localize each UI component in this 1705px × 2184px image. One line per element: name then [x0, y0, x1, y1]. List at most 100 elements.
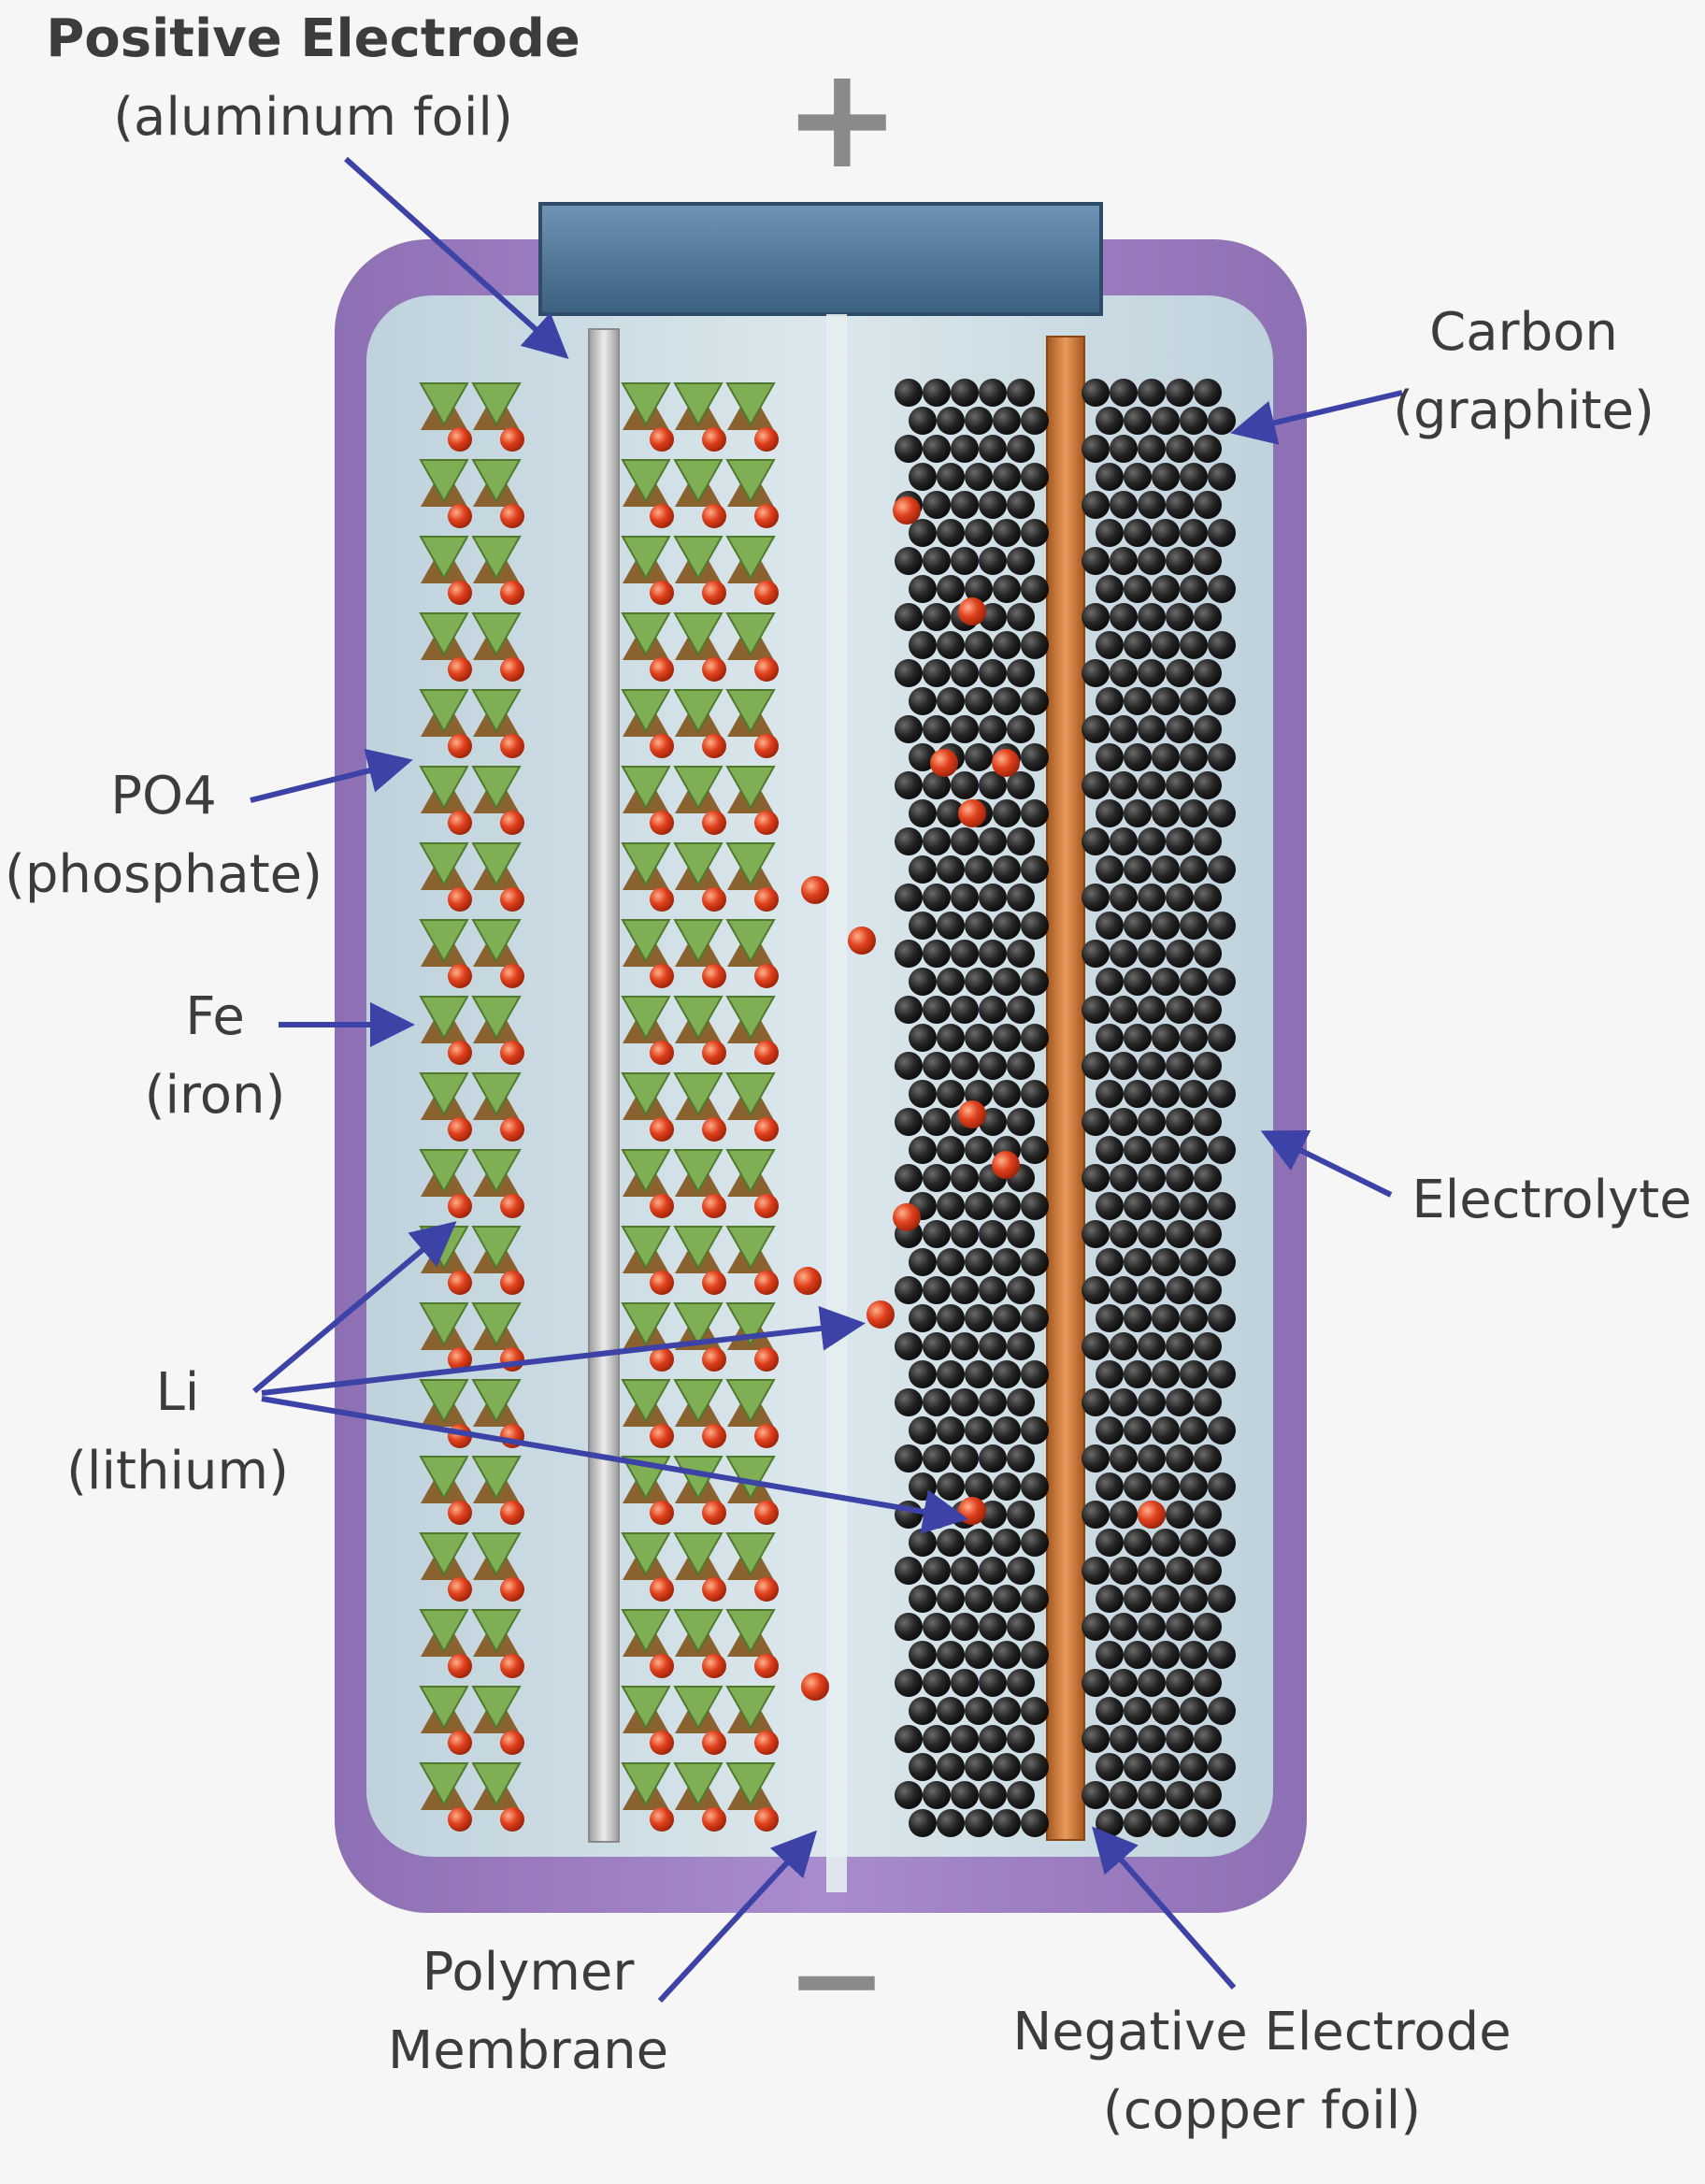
carbon-atom [1082, 435, 1110, 463]
carbon-atom [1194, 1388, 1222, 1416]
carbon-atom [1082, 1164, 1110, 1192]
carbon-atom [1124, 1136, 1152, 1164]
lithium-ion [754, 427, 779, 452]
carbon-atom [1007, 1388, 1035, 1416]
carbon-atom [1124, 799, 1152, 827]
phosphate-tetrahedron [471, 1456, 522, 1501]
phosphate-tetrahedron [673, 996, 724, 1041]
carbon-atom [1007, 1725, 1035, 1753]
phosphate-tetrahedron [471, 689, 522, 734]
carbon-atom [1110, 1613, 1138, 1641]
lithium-ion [754, 1041, 779, 1065]
carbon-atom [979, 1725, 1007, 1753]
carbon-atom [1110, 1781, 1138, 1809]
label-fe: Fe (iron) [112, 978, 318, 1135]
carbon-atom [951, 827, 979, 855]
lithium-ion [650, 1577, 674, 1602]
phosphate-tetrahedron [621, 689, 671, 734]
phosphate-tetrahedron [725, 1456, 776, 1501]
lithium-ion [848, 927, 876, 955]
carbon-atom [1021, 1024, 1049, 1052]
carbon-atom [1021, 631, 1049, 659]
carbon-atom [1007, 884, 1035, 912]
carbon-atom [979, 1669, 1007, 1697]
lithium-ion [754, 1424, 779, 1448]
carbon-atom [1208, 407, 1236, 435]
carbon-atom [1180, 1360, 1208, 1388]
lithium-ion [448, 657, 472, 682]
carbon-atom [1208, 743, 1236, 771]
carbon-atom [1007, 491, 1035, 519]
lithium-ion [702, 504, 726, 528]
carbon-atom [1208, 799, 1236, 827]
carbon-atom [1021, 1809, 1049, 1837]
carbon-atom [1007, 1444, 1035, 1473]
carbon-atom [1208, 855, 1236, 884]
carbon-atom [895, 1052, 923, 1080]
carbon-atom [1124, 1585, 1152, 1613]
lithium-ion [448, 1654, 472, 1678]
carbon-atom [1007, 435, 1035, 463]
carbon-atom [895, 659, 923, 687]
lithium-ion [448, 887, 472, 912]
carbon-atom [1180, 1585, 1208, 1613]
lithium-ion [702, 1424, 726, 1448]
carbon-atom [1152, 855, 1180, 884]
lithium-ion [930, 749, 958, 777]
carbon-atom [1208, 1585, 1236, 1613]
phosphate-tetrahedron [419, 766, 469, 811]
carbon-atom [923, 603, 951, 631]
carbon-atom [979, 1388, 1007, 1416]
carbon-atom [1110, 771, 1138, 799]
carbon-atom [1124, 631, 1152, 659]
lithium-ion [448, 1501, 472, 1525]
carbon-atom [965, 1809, 993, 1837]
carbon-atom [1021, 1136, 1049, 1164]
carbon-atom [1096, 463, 1124, 491]
carbon-atom [895, 1669, 923, 1697]
carbon-atom [1152, 968, 1180, 996]
carbon-atom [1138, 1613, 1166, 1641]
carbon-atom [1124, 1809, 1152, 1837]
phosphate-tetrahedron [621, 766, 671, 811]
carbon-atom [951, 435, 979, 463]
carbon-atom [1007, 1332, 1035, 1360]
carbon-atom [909, 1529, 937, 1557]
carbon-atom [993, 1473, 1021, 1501]
phosphate-tetrahedron [725, 1379, 776, 1424]
lithium-ion [958, 799, 986, 827]
carbon-atom [1110, 715, 1138, 743]
carbon-atom [993, 1248, 1021, 1276]
carbon-atom [1166, 827, 1194, 855]
lithium-ion [754, 581, 779, 605]
carbon-atom [1096, 799, 1124, 827]
carbon-atom [937, 1080, 965, 1108]
carbon-atom [895, 1613, 923, 1641]
label-positive-electrode-title: Positive Electrode [46, 8, 580, 69]
carbon-atom [923, 827, 951, 855]
carbon-atom [965, 1192, 993, 1220]
carbon-atom [1166, 771, 1194, 799]
carbon-atom [1021, 1753, 1049, 1781]
carbon-atom [1007, 1669, 1035, 1697]
lithium-ion [650, 1424, 674, 1448]
carbon-atom [951, 884, 979, 912]
phosphate-tetrahedron [673, 536, 724, 581]
carbon-atom [1194, 1501, 1222, 1529]
label-polymer-membrane: Polymer Membrane [374, 1933, 682, 2091]
carbon-atom [1166, 1220, 1194, 1248]
carbon-atom [1138, 1669, 1166, 1697]
carbon-atom [1082, 547, 1110, 575]
phosphate-tetrahedron [725, 1149, 776, 1194]
lithium-ion [702, 581, 726, 605]
phosphate-tetrahedron [471, 996, 522, 1041]
carbon-atom [937, 1585, 965, 1613]
carbon-atom [1152, 1192, 1180, 1220]
lithium-ion [650, 1347, 674, 1372]
phosphate-tetrahedron [673, 1609, 724, 1654]
carbon-atom [993, 1080, 1021, 1108]
carbon-atom [993, 799, 1021, 827]
carbon-atom [1110, 1388, 1138, 1416]
carbon-atom [965, 1136, 993, 1164]
carbon-atom [965, 912, 993, 940]
